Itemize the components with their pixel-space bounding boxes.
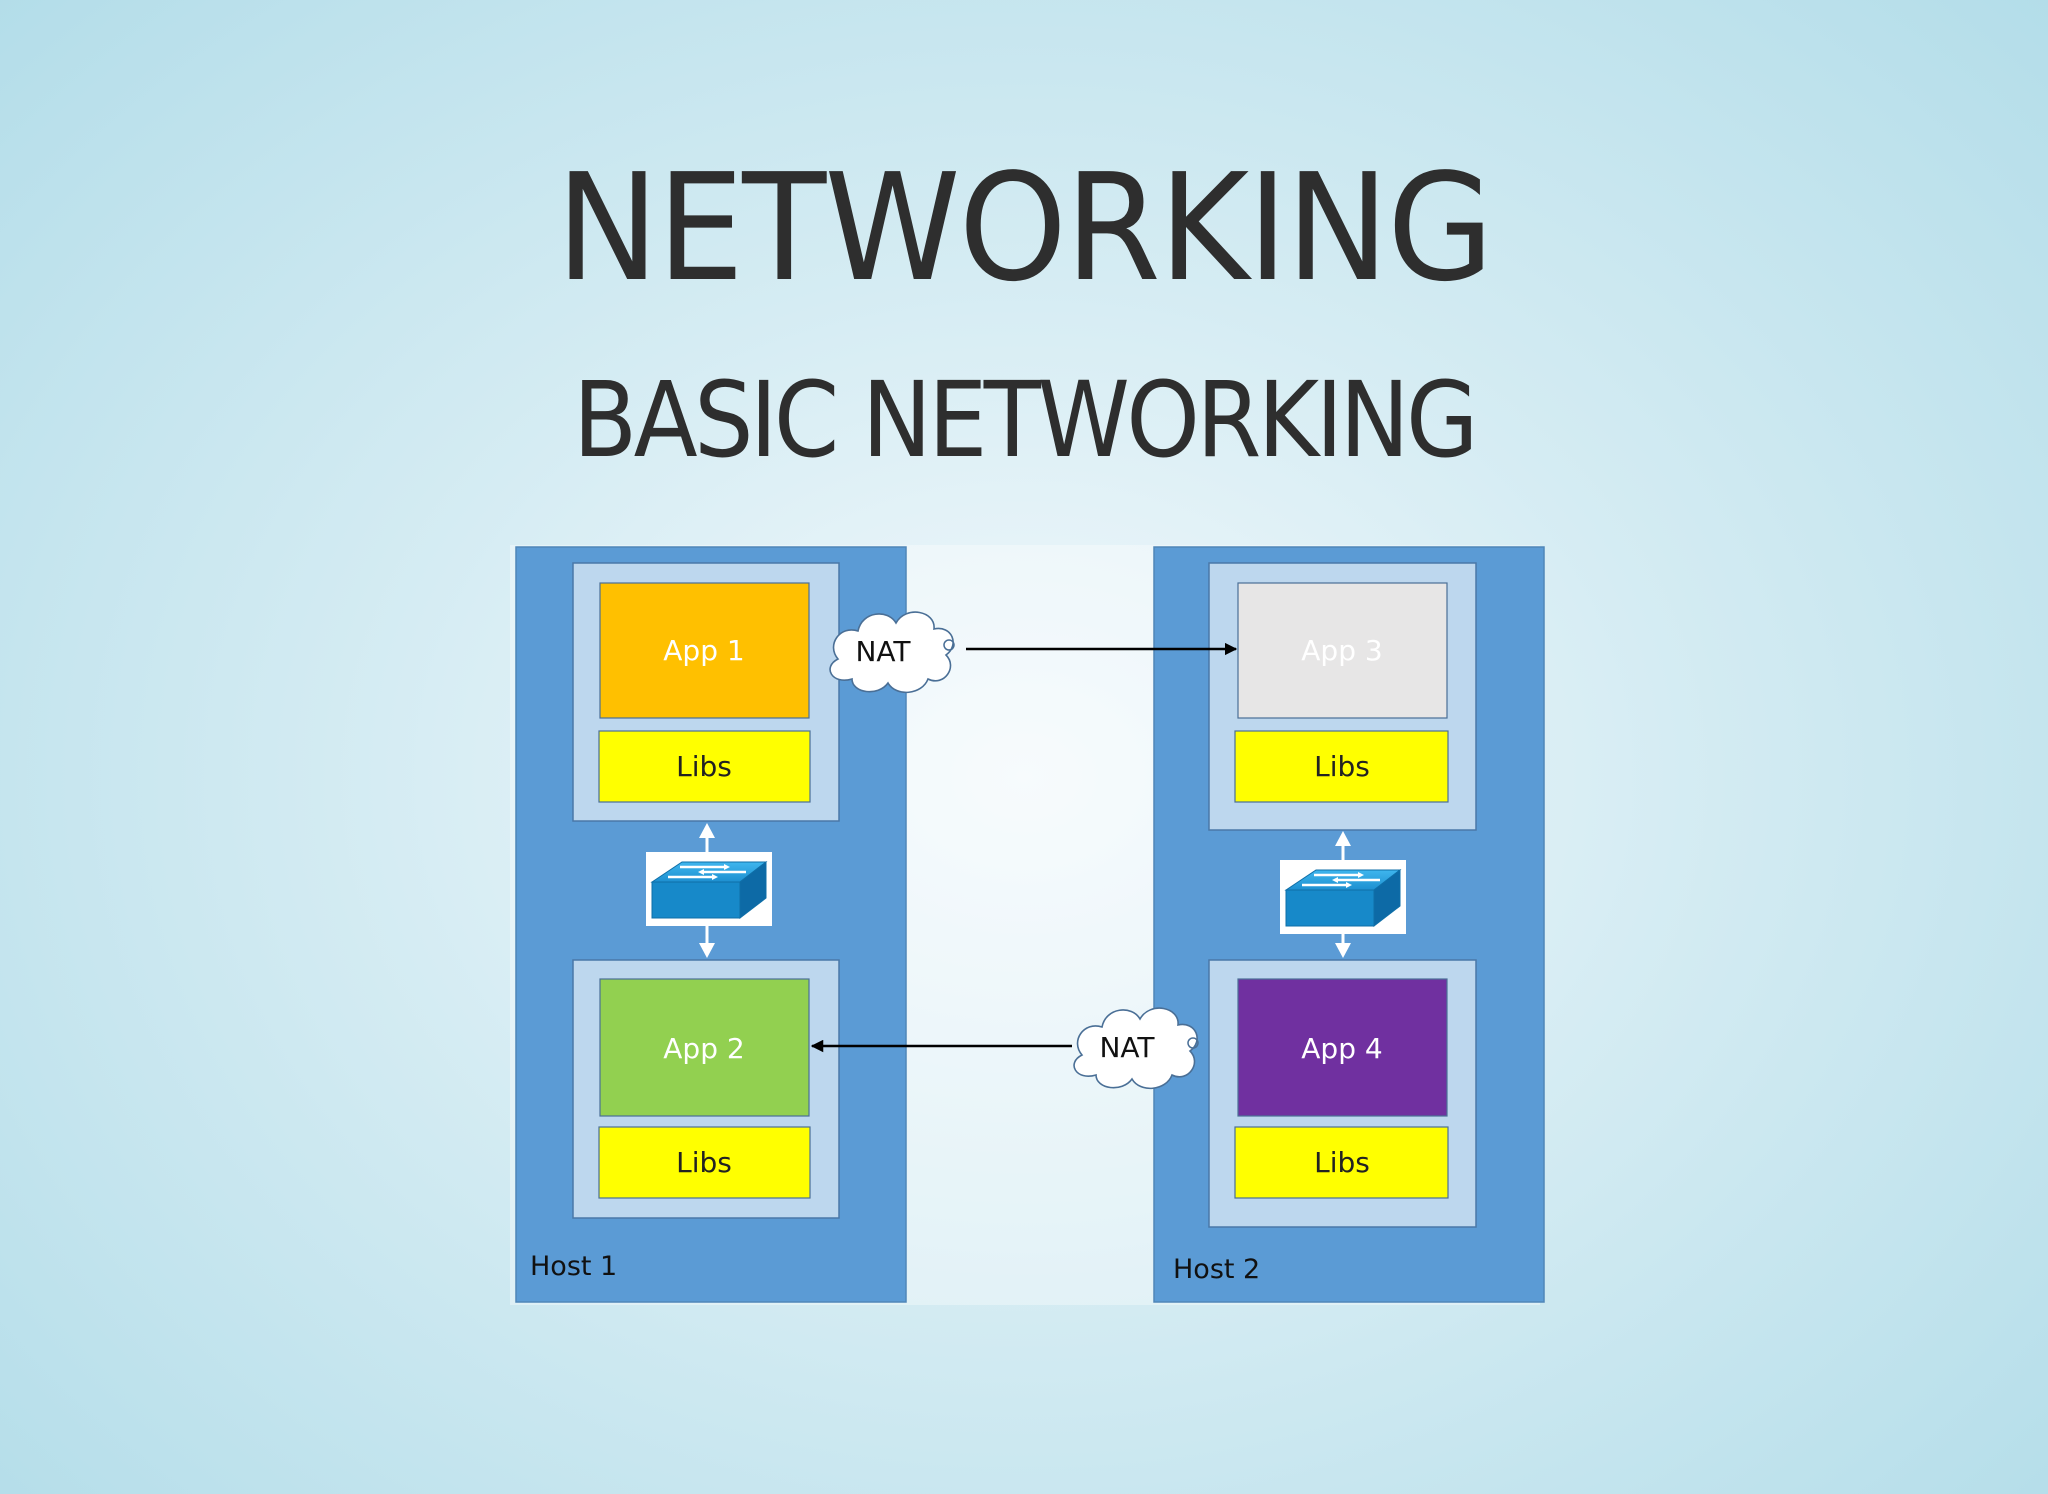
nat-label: NAT <box>855 635 911 668</box>
libs-box <box>1234 730 1449 803</box>
nat-cloud-icon: NAT <box>1073 1007 1199 1090</box>
container-app-4: App 4 Libs <box>1208 959 1477 1228</box>
app-4-box <box>1237 978 1448 1117</box>
page-title: NETWORKING <box>556 142 1494 314</box>
page-subtitle: BASIC NETWORKING <box>573 359 1478 481</box>
host-2: Host 2 App 3 Libs App 4 Libs <box>1153 546 1545 1303</box>
libs-box <box>1234 1126 1449 1199</box>
network-diagram: Host 1 App 1 Libs App 2 Libs <box>510 545 1545 1305</box>
libs-label: Libs <box>676 1146 732 1179</box>
app-2-box <box>599 978 810 1117</box>
container-app-3: App 3 Libs <box>1208 562 1477 831</box>
app-1-box <box>599 582 810 719</box>
app-4-label: App 4 <box>1301 1032 1382 1065</box>
libs-box <box>598 730 811 803</box>
network-switch-icon <box>646 852 772 926</box>
app-1-label: App 1 <box>663 634 744 667</box>
libs-label: Libs <box>1314 1146 1370 1179</box>
container-app-1: App 1 Libs <box>572 562 840 822</box>
nat-label: NAT <box>1099 1031 1155 1064</box>
host-1-label: Host 1 <box>530 1251 617 1282</box>
container-app-2: App 2 Libs <box>572 959 840 1219</box>
app-3-label: App 3 <box>1301 634 1382 667</box>
host-2-label: Host 2 <box>1173 1254 1260 1285</box>
libs-box <box>598 1126 811 1199</box>
libs-label: Libs <box>676 750 732 783</box>
nat-cloud-icon: NAT <box>829 611 955 694</box>
libs-label: Libs <box>1314 750 1370 783</box>
app-2-label: App 2 <box>663 1032 744 1065</box>
app-3-box <box>1237 582 1448 719</box>
network-switch-icon <box>1280 860 1406 934</box>
